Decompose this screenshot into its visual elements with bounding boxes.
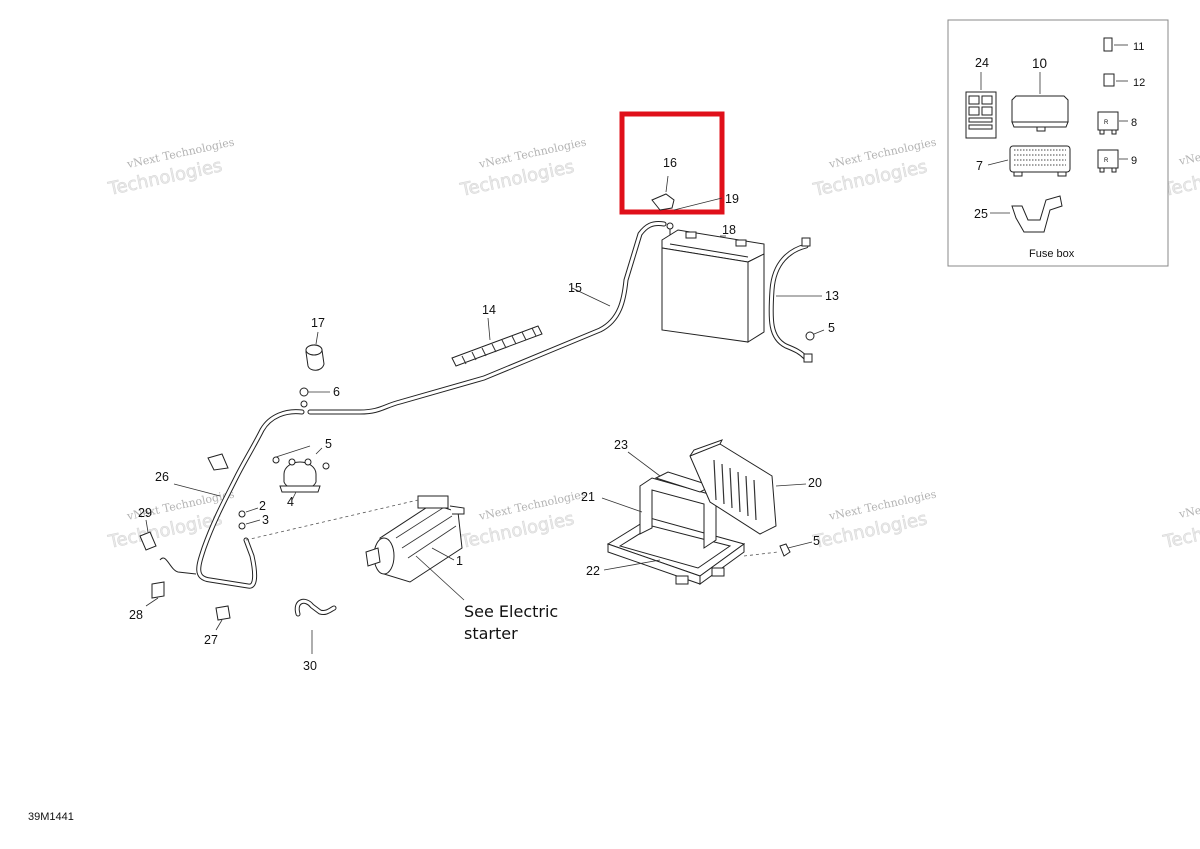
highlight-box bbox=[619, 111, 725, 215]
battery-cover-20 bbox=[689, 439, 807, 535]
callout-11: 11 bbox=[1133, 41, 1144, 53]
starter-motor-1 bbox=[365, 495, 465, 583]
solenoid-4 bbox=[279, 458, 321, 501]
starter-cable-26 bbox=[159, 409, 305, 589]
bolt-5-battery bbox=[805, 329, 825, 341]
callout-2: 2 bbox=[259, 499, 266, 513]
clip-28 bbox=[145, 581, 165, 607]
callout-15: 15 bbox=[568, 281, 582, 295]
callout-26: 26 bbox=[155, 470, 169, 484]
callout-23: 23 bbox=[614, 438, 628, 452]
callout-28: 28 bbox=[129, 608, 143, 622]
callout-13: 13 bbox=[825, 289, 839, 303]
callout-19: 19 bbox=[725, 192, 739, 206]
callout-17: 17 bbox=[311, 316, 325, 330]
callout-30: 30 bbox=[303, 659, 317, 673]
negative-cable-13 bbox=[768, 237, 822, 363]
fuse-12 bbox=[1103, 73, 1128, 87]
svg-text:R: R bbox=[1104, 120, 1109, 126]
callout-12: 12 bbox=[1133, 77, 1145, 89]
fuse-bracket-25 bbox=[990, 195, 1063, 233]
diagram-code: 39M1441 bbox=[28, 811, 74, 823]
watermark-small: vNext bbox=[1177, 148, 1200, 168]
screws-5-solenoid bbox=[272, 445, 330, 470]
fuse-box-frame bbox=[947, 19, 1169, 267]
callout-29: 29 bbox=[138, 506, 152, 520]
callout-24: 24 bbox=[975, 56, 989, 70]
callout-16: 16 bbox=[663, 156, 677, 170]
relay-9: R bbox=[1097, 149, 1128, 173]
fuse-11 bbox=[1103, 37, 1128, 52]
callout-18: 18 bbox=[722, 223, 736, 237]
protective-loom-14 bbox=[451, 317, 543, 367]
terminal-cap-16 bbox=[651, 175, 675, 211]
callout-1: 1 bbox=[456, 554, 463, 568]
callout-8: 8 bbox=[1131, 117, 1137, 129]
fuse-box-inset: R R 24 10 11 12 8 9 7 25 Fuse box bbox=[947, 19, 1169, 267]
callout-3: 3 bbox=[262, 513, 269, 527]
battery-18 bbox=[661, 229, 765, 343]
fuse-panel-24 bbox=[965, 72, 997, 139]
callout-7: 7 bbox=[976, 159, 983, 173]
screw-5-tray bbox=[779, 541, 813, 557]
callout-5-battery: 5 bbox=[828, 321, 835, 335]
clip-27 bbox=[215, 605, 231, 631]
relay-8: R bbox=[1097, 111, 1128, 135]
callout-21: 21 bbox=[581, 490, 595, 504]
battery-tray-22 bbox=[603, 517, 746, 585]
ground-strap-30 bbox=[294, 598, 337, 654]
svg-text:R: R bbox=[1104, 158, 1109, 164]
nut-6 bbox=[299, 387, 330, 408]
callout-5-solenoid: 5 bbox=[325, 437, 332, 451]
positive-cable-15 bbox=[307, 221, 667, 415]
callout-20: 20 bbox=[808, 476, 822, 490]
fuse-block-7 bbox=[987, 145, 1071, 177]
callout-9: 9 bbox=[1131, 155, 1137, 167]
callout-10: 10 bbox=[1032, 56, 1047, 71]
clip-29 bbox=[139, 519, 157, 551]
watermark-small: vNext bbox=[1177, 501, 1200, 521]
see-starter-note-line1: See Electric bbox=[464, 602, 558, 621]
see-starter-note-line2: starter bbox=[464, 624, 518, 643]
fuse-box-cover-10 bbox=[1011, 72, 1069, 132]
callout-25: 25 bbox=[974, 207, 988, 221]
callout-27: 27 bbox=[204, 633, 218, 647]
clip-bracket bbox=[207, 453, 229, 471]
washer-3 bbox=[238, 519, 261, 530]
fuse-box-caption: Fuse box bbox=[1029, 248, 1075, 260]
callout-6: 6 bbox=[333, 385, 340, 399]
terminal-boot-17 bbox=[305, 331, 325, 371]
nut-2 bbox=[238, 507, 259, 518]
callout-4: 4 bbox=[287, 495, 294, 509]
callout-22: 22 bbox=[586, 564, 600, 578]
callout-14: 14 bbox=[482, 303, 496, 317]
tray-dashed-line bbox=[743, 551, 779, 557]
callout-5-tray: 5 bbox=[813, 534, 820, 548]
